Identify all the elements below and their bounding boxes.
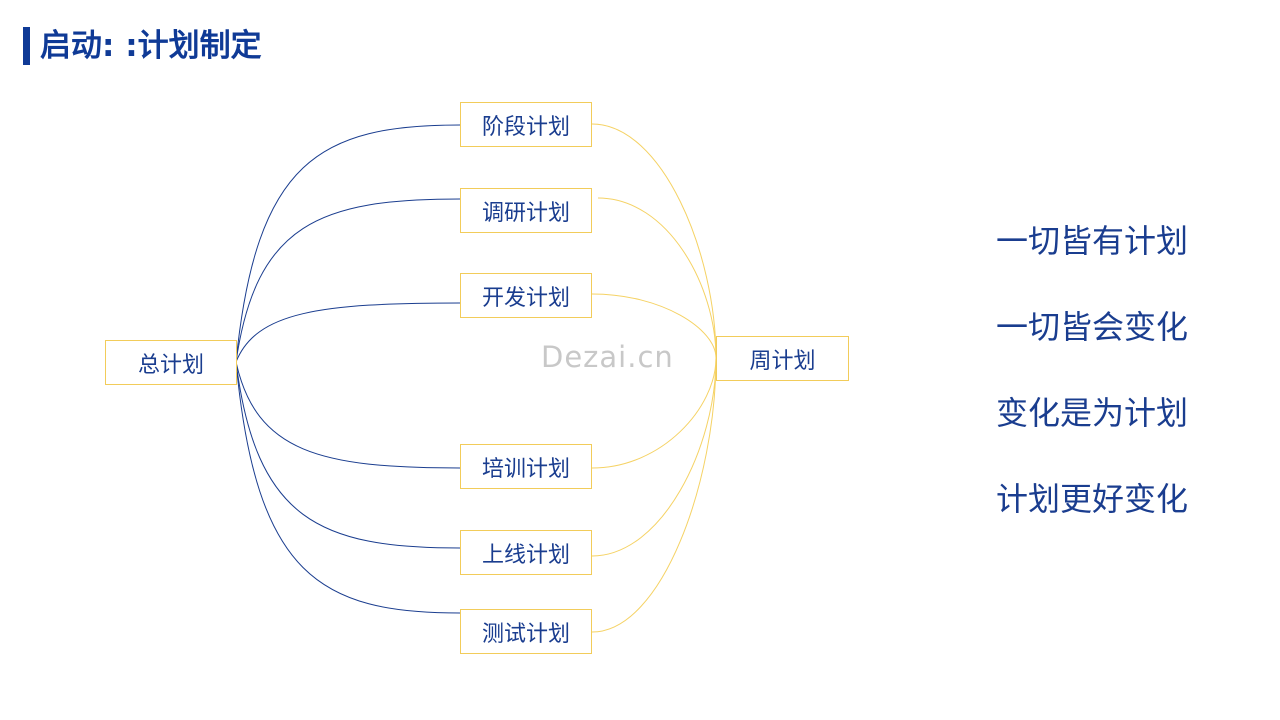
page-title: 启动: :计划制定 <box>40 28 262 64</box>
root-connector-5 <box>235 361 461 549</box>
weekly-connector-2 <box>597 197 717 359</box>
root-connector-2 <box>235 198 461 363</box>
slogan-4: 计划更好变化 <box>996 480 1189 518</box>
watermark: Dezai.cn <box>541 340 674 374</box>
plan-node-research: 调研计划 <box>460 188 592 233</box>
weekly-connector-1 <box>591 123 717 359</box>
plan-node-development: 开发计划 <box>460 273 592 318</box>
slogan-1: 一切皆有计划 <box>996 222 1189 260</box>
slogan-list: 一切皆有计划 一切皆会变化 变化是为计划 计划更好变化 <box>996 218 1188 562</box>
weekly-connector-4 <box>591 357 717 469</box>
root-connector-4 <box>235 361 461 469</box>
slogan-2: 一切皆会变化 <box>996 308 1189 346</box>
plan-node-testing: 测试计划 <box>460 609 592 654</box>
plan-node-training: 培训计划 <box>460 444 592 489</box>
weekly-plan-node: 周计划 <box>716 336 849 381</box>
root-connector-6 <box>235 361 461 614</box>
plan-node-launch: 上线计划 <box>460 530 592 575</box>
title-accent-bar <box>23 27 30 65</box>
root-connector-3 <box>235 302 461 363</box>
weekly-connector-3 <box>591 293 717 359</box>
weekly-connector-5 <box>591 357 717 557</box>
weekly-connector-6 <box>591 357 717 633</box>
slogan-3: 变化是为计划 <box>996 394 1189 432</box>
root-plan-node: 总计划 <box>105 340 237 385</box>
plan-node-stage: 阶段计划 <box>460 102 592 147</box>
root-connector-1 <box>235 124 461 363</box>
